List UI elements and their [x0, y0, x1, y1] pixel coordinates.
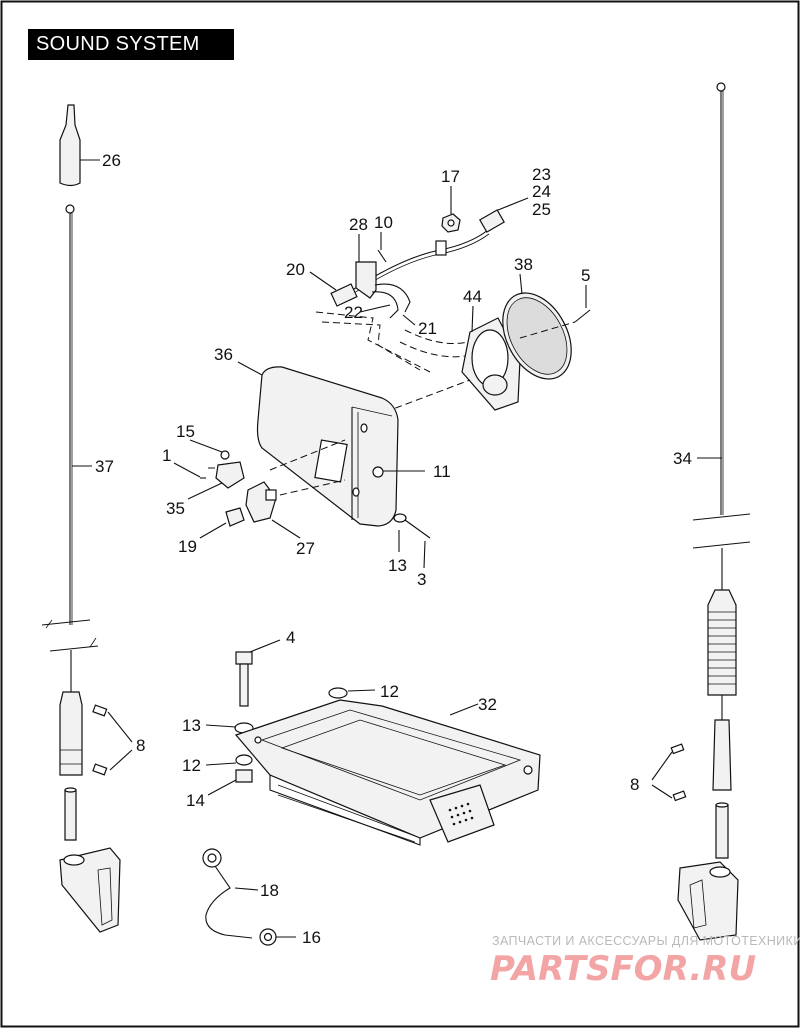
hole-11: [372, 466, 384, 478]
pad-19: [225, 507, 245, 527]
set-screw-top-right: [670, 743, 685, 755]
callout-25: 25: [532, 200, 551, 219]
watermark-tagline: ЗАПЧАСТИ И АКСЕССУАРЫ ДЛЯ МОТОТЕХНИКИ: [492, 934, 800, 948]
callout-13-mid: 13: [182, 716, 201, 735]
callout-13-top: 13: [388, 556, 407, 575]
speaker-assembly: [384, 292, 591, 413]
washer-12-mid: [235, 754, 253, 766]
screw-5: [574, 309, 591, 323]
amplifier-assembly: [234, 651, 541, 846]
callout-14: 14: [186, 791, 205, 810]
washer-12-top: [328, 687, 348, 699]
callout-34: 34: [673, 449, 692, 468]
callout-26: 26: [102, 151, 121, 170]
callout-4: 4: [286, 628, 295, 647]
left-antenna-assembly: [41, 104, 121, 933]
callout-3: 3: [417, 570, 426, 589]
page-title: SOUND SYSTEM: [28, 29, 234, 60]
callout-27: 27: [296, 539, 315, 558]
callout-44: 44: [463, 287, 482, 306]
wire-18: [205, 865, 253, 939]
speaker-enclosure: [256, 366, 431, 539]
set-screw-top-left: [92, 704, 108, 717]
antenna-base-right: [712, 719, 732, 791]
mast-tip-right: [716, 82, 726, 92]
callout-8-left: 8: [136, 736, 145, 755]
bolt-3: [404, 519, 431, 539]
harness-assembly: [315, 209, 505, 373]
mast-break-right: [692, 513, 751, 549]
harness-sleeve: [435, 240, 447, 256]
mast-tip-left: [65, 204, 75, 214]
callout-20: 20: [286, 260, 305, 279]
bolt-4-shank: [239, 663, 249, 707]
callout-12-mid: 12: [182, 756, 201, 775]
antenna-base-left: [59, 691, 83, 776]
leader-lines: [72, 159, 722, 938]
ground-strap: [202, 848, 277, 946]
callout-37: 37: [95, 457, 114, 476]
connector-20: [330, 283, 358, 307]
callout-5: 5: [581, 266, 590, 285]
bracket-27: [245, 481, 277, 523]
callout-38: 38: [514, 255, 533, 274]
wires-21: [374, 283, 411, 313]
watermark-logo: PARTSFOR.RU: [490, 949, 756, 989]
callout-24: 24: [532, 182, 551, 201]
antenna-stud-right: [715, 804, 729, 859]
callout-21: 21: [418, 319, 437, 338]
callout-8-right: 8: [630, 775, 639, 794]
screw-10: [377, 249, 387, 263]
callout-11: 11: [433, 462, 451, 481]
callout-17: 17: [441, 167, 460, 186]
clamp-35: [215, 461, 245, 489]
callout-32: 32: [478, 695, 497, 714]
callout-12-top: 12: [380, 682, 399, 701]
nut-14: [235, 769, 253, 783]
amp-connector: [429, 784, 495, 843]
mount-hardware: [200, 450, 277, 527]
callout-19: 19: [178, 537, 197, 556]
callout-36: 36: [214, 345, 233, 364]
set-screw-bottom-left: [92, 763, 108, 776]
callout-35: 35: [166, 499, 185, 518]
callout-23: 23: [532, 165, 551, 184]
antenna-spring: [707, 589, 737, 696]
antenna-cap-26: [59, 104, 81, 187]
callout-18: 18: [260, 881, 279, 900]
callout-1: 1: [162, 446, 171, 465]
callout-22: 22: [344, 303, 363, 322]
right-antenna-assembly: [670, 82, 751, 941]
nut-15: [220, 450, 230, 460]
clip-28: [355, 261, 377, 299]
washer-13: [393, 513, 407, 523]
callout-10: 10: [374, 213, 393, 232]
callout-28: 28: [349, 215, 368, 234]
set-screw-bottom-right: [672, 790, 687, 802]
callout-16: 16: [302, 928, 321, 947]
antenna-stud-left: [64, 789, 77, 841]
harness-connector: [479, 209, 505, 233]
bolt-4-head: [235, 651, 253, 665]
callout-15: 15: [176, 422, 195, 441]
